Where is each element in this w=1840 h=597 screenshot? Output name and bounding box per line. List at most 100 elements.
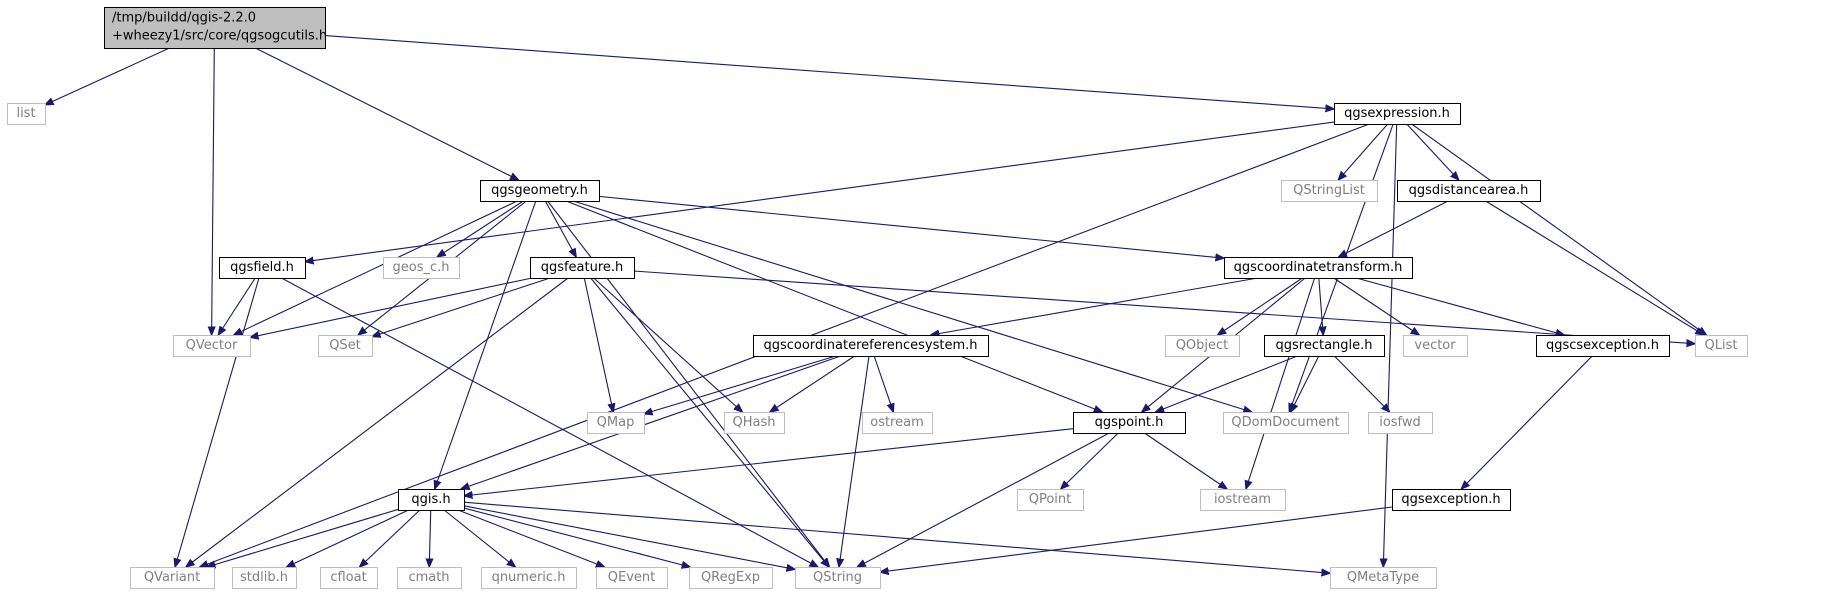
node-label: QVector	[186, 338, 238, 353]
node-box	[1368, 412, 1433, 434]
edge-qgsfeature-to-QMap	[583, 277, 613, 412]
node-qnumeric: qnumeric.h	[481, 567, 577, 589]
node-box	[596, 567, 668, 589]
nodes-layer: /tmp/buildd/qgis-2.2.0 +wheezy1/src/core/…	[7, 7, 1748, 589]
node-QMap: QMap	[587, 412, 645, 434]
node-qgsexpression[interactable]: qgsexpression.h	[1334, 103, 1461, 125]
node-label: QHash	[733, 415, 776, 430]
edge-qgsexpression-to-qgsfield	[305, 121, 1335, 262]
edge-qgsgeometry-to-QDomDocument	[573, 200, 1251, 412]
node-box	[1281, 180, 1378, 202]
edge-qgscoordinatetransform-to-vector	[1333, 277, 1420, 335]
node-box	[173, 335, 251, 357]
edge-qgscoordinatetransform-to-qgscoordinatereferencesystem	[931, 277, 1258, 335]
node-label: /tmp/buildd/qgis-2.2.0	[112, 11, 256, 26]
node-QVector: QVector	[173, 335, 251, 357]
edge-qgis-to-QEvent	[457, 509, 605, 567]
node-label: qgscoordinatereferencesystem.h	[763, 338, 977, 353]
edge-qgsfeature-to-QVariant	[186, 277, 569, 567]
node-label: iosfwd	[1379, 415, 1421, 430]
node-root: /tmp/buildd/qgis-2.2.0 +wheezy1/src/core/…	[104, 7, 327, 49]
node-qgsdistancearea[interactable]: qgsdistancearea.h	[1397, 180, 1541, 202]
node-QRegExp: QRegExp	[689, 567, 773, 589]
edge-qgspoint-to-iostream	[1144, 432, 1227, 489]
node-qgsfeature[interactable]: qgsfeature.h	[530, 257, 635, 279]
node-iostream: iostream	[1200, 489, 1286, 511]
node-ostream: ostream	[862, 412, 933, 434]
node-box	[1224, 257, 1413, 279]
node-QSet: QSet	[318, 335, 373, 357]
node-label: qgsfield.h	[230, 260, 294, 275]
node-box	[1403, 335, 1468, 357]
node-box	[1200, 489, 1286, 511]
node-label: QMetaType	[1347, 570, 1419, 585]
edge-qgscoordinatereferencesystem-to-QHash	[770, 355, 855, 412]
node-label: QStringList	[1293, 183, 1365, 198]
node-label: qgsdistancearea.h	[1409, 183, 1529, 198]
node-label: list	[16, 106, 35, 121]
node-box	[232, 567, 297, 589]
node-qgscoordinatereferencesystem[interactable]: qgscoordinatereferencesystem.h	[753, 335, 989, 357]
node-label: qgsexpression.h	[1344, 106, 1450, 121]
node-label: QObject	[1176, 338, 1229, 353]
node-QMetaType: QMetaType	[1330, 567, 1437, 589]
edge-qgis-to-QRegExp	[463, 507, 690, 567]
node-label: stdlib.h	[240, 570, 288, 585]
node-geos_c: geos_c.h	[383, 257, 460, 279]
node-label: QEvent	[608, 570, 655, 585]
node-box	[318, 335, 373, 357]
node-label: cmath	[408, 570, 449, 585]
node-label: QPoint	[1029, 492, 1072, 507]
node-qgsfield[interactable]: qgsfield.h	[219, 257, 306, 279]
node-iosfwd: iosfwd	[1368, 412, 1433, 434]
edge-qgspoint-to-qgis	[464, 428, 1074, 496]
edge-qgscoordinatereferencesystem-to-QString	[839, 355, 870, 567]
node-qgis[interactable]: qgis.h	[398, 489, 465, 511]
node-label: +wheezy1/src/core/qgsogcutils.h	[112, 29, 327, 44]
edge-qgsfeature-to-QString	[590, 277, 829, 567]
edge-qgscoordinatereferencesystem-to-QMap	[644, 355, 836, 414]
edge-qgscoordinatetransform-to-qgscsexception	[1356, 277, 1564, 335]
node-box	[398, 489, 465, 511]
node-label: qgspoint.h	[1095, 415, 1164, 430]
node-cfloat: cfloat	[320, 567, 378, 589]
edge-qgis-to-stdlib	[286, 509, 409, 567]
node-label: iostream	[1214, 492, 1271, 507]
edge-qgsfeature-to-QSet	[372, 277, 551, 337]
node-QEvent: QEvent	[596, 567, 668, 589]
node-stdlib: stdlib.h	[232, 567, 297, 589]
edge-qgsexpression-to-QList	[1411, 123, 1707, 335]
node-box	[1073, 412, 1186, 434]
node-label: geos_c.h	[393, 260, 450, 275]
node-label: qgis.h	[411, 492, 450, 507]
edge-qgsfeature-to-QHash	[593, 277, 743, 412]
edge-qgscoordinatereferencesystem-to-qgis	[461, 355, 841, 489]
node-qgsexception[interactable]: qgsexception.h	[1392, 489, 1511, 511]
edge-qgsrectangle-to-iosfwd	[1333, 355, 1389, 412]
node-qgspoint[interactable]: qgspoint.h	[1073, 412, 1186, 434]
node-label: QDomDocument	[1231, 415, 1339, 430]
node-box	[480, 180, 600, 202]
edge-root-to-qgsexpression	[324, 34, 1334, 109]
edge-qgscoordinatetransform-to-QObject	[1218, 277, 1303, 335]
edge-qgis-to-cfloat	[360, 509, 421, 567]
edge-qgsgeometry-to-qgsfeature	[544, 200, 576, 257]
node-qgsrectangle[interactable]: qgsrectangle.h	[1264, 335, 1385, 357]
edge-qgscoordinatetransform-to-iostream	[1246, 277, 1316, 489]
node-box	[397, 567, 462, 589]
node-label: qgscsexception.h	[1546, 338, 1659, 353]
edge-qgsrectangle-to-QDomDocument	[1291, 355, 1320, 412]
node-qgsgeometry[interactable]: qgsgeometry.h	[480, 180, 600, 202]
edge-qgsgeometry-to-qgis	[435, 200, 537, 489]
node-box	[7, 103, 46, 125]
node-box	[795, 567, 881, 589]
node-QStringList: QStringList	[1281, 180, 1378, 202]
node-box	[320, 567, 378, 589]
node-box	[530, 257, 635, 279]
edge-qgsexpression-to-QStringList	[1338, 123, 1389, 180]
edge-qgsrectangle-to-qgspoint	[1156, 355, 1298, 412]
node-qgscsexception[interactable]: qgscsexception.h	[1536, 335, 1670, 357]
node-label: QVariant	[144, 570, 200, 585]
node-label: ostream	[870, 415, 924, 430]
node-qgscoordinatetransform[interactable]: qgscoordinatetransform.h	[1224, 257, 1413, 279]
